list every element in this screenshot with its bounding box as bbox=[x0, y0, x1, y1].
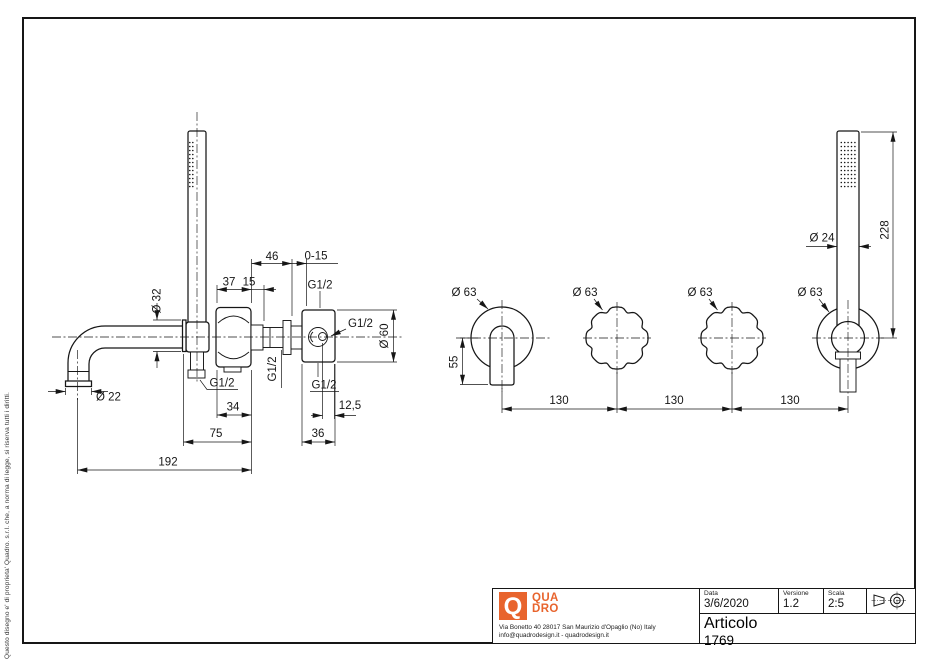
company-address: Via Bonetto 40 28017 San Maurizio d'Opag… bbox=[499, 624, 656, 640]
dim-130-3: 130 bbox=[780, 395, 799, 407]
spout-inner bbox=[88, 347, 183, 381]
field-versione: Versione 1.2 bbox=[779, 589, 824, 613]
field-scala: Scala 2:5 bbox=[824, 589, 867, 613]
dim-0-15: 0-15 bbox=[304, 251, 327, 263]
centerlines bbox=[52, 112, 402, 400]
body-bottom-port bbox=[223, 366, 242, 373]
handshower-spray-dots-front bbox=[840, 141, 856, 188]
plate-outlet-inner bbox=[318, 332, 327, 341]
dim-36: 36 bbox=[312, 428, 325, 440]
dim-dia63-knob1: Ø 63 bbox=[573, 287, 598, 299]
first-angle-projection-icon bbox=[871, 591, 906, 610]
address-line2: info@quadrodesign.it - quadrodesign.it bbox=[499, 632, 609, 639]
quadro-logo-text: QUA DRO bbox=[532, 592, 559, 615]
scala-label: Scala bbox=[828, 590, 845, 597]
label-g12-holder: G1/2 bbox=[210, 378, 235, 390]
label-g12-plate: G1/2 bbox=[312, 380, 337, 392]
articolo-value: 1769 bbox=[704, 633, 735, 648]
dim-dia63-knob2: Ø 63 bbox=[688, 287, 713, 299]
handshower-spray-dots-side bbox=[189, 141, 194, 188]
dim-dia60: Ø 60 bbox=[379, 324, 391, 349]
cartridge-2 bbox=[262, 327, 284, 348]
data-label: Data bbox=[704, 590, 718, 597]
dim-75: 75 bbox=[210, 428, 223, 440]
front-view-dimensions: Ø 63 Ø 63 Ø 63 Ø 63 55 130 130 130 Ø 24 … bbox=[449, 131, 897, 413]
spout-outer bbox=[67, 325, 183, 381]
logo-line1: QUA bbox=[532, 592, 559, 604]
dim-dia32: Ø 32 bbox=[152, 289, 164, 314]
dim-12-5: 12,5 bbox=[339, 400, 361, 412]
articolo-label: Articolo bbox=[704, 615, 758, 632]
title-block-company: Q QUA DRO Via Bonetto 40 28017 San Mauri… bbox=[493, 589, 700, 643]
wall-plate-32 bbox=[181, 319, 187, 353]
dim-55: 55 bbox=[449, 356, 461, 369]
spout-tip bbox=[64, 380, 93, 388]
address-line1: Via Bonetto 40 28017 San Maurizio d'Opag… bbox=[499, 624, 656, 631]
dim-34: 34 bbox=[227, 402, 240, 414]
cartridge-1 bbox=[250, 324, 264, 351]
data-value: 3/6/2020 bbox=[704, 598, 749, 610]
projection-symbol-cell bbox=[867, 589, 915, 613]
body-top-arc bbox=[217, 315, 250, 324]
scala-value: 2:5 bbox=[828, 598, 844, 610]
field-data: Data 3/6/2020 bbox=[700, 589, 779, 613]
side-view bbox=[64, 130, 336, 388]
cartridge-3 bbox=[290, 325, 303, 350]
drawing-frame bbox=[22, 17, 916, 644]
dim-dia24: Ø 24 bbox=[810, 233, 836, 245]
field-articolo: Articolo 1769 bbox=[700, 614, 915, 649]
front-view bbox=[470, 130, 880, 393]
side-view-dimensions: Ø 32 46 0-15 37 15 G1/2 G1/2 Ø 60 G1/2 bbox=[48, 251, 397, 474]
dim-192: 192 bbox=[158, 457, 177, 469]
dim-dia63-spout: Ø 63 bbox=[452, 287, 477, 299]
dim-46: 46 bbox=[266, 251, 279, 263]
cartridge-flange bbox=[282, 320, 292, 355]
dim-dia63-holder: Ø 63 bbox=[798, 287, 823, 299]
versione-value: 1.2 bbox=[783, 598, 799, 610]
label-g12-side: G1/2 bbox=[348, 318, 373, 330]
logo-line2: DRO bbox=[532, 603, 559, 615]
label-g12-cartridge: G1/2 bbox=[267, 357, 279, 382]
dim-dia22: Ø 22 bbox=[96, 392, 121, 404]
versione-label: Versione bbox=[783, 590, 809, 597]
front-centerlines bbox=[456, 300, 884, 396]
handshower-nut bbox=[187, 369, 206, 379]
dim-130-2: 130 bbox=[664, 395, 683, 407]
dim-228: 228 bbox=[880, 220, 892, 239]
title-block: Q QUA DRO Via Bonetto 40 28017 San Mauri… bbox=[492, 588, 916, 648]
body-bottom-arc bbox=[217, 351, 250, 360]
dim-130-1: 130 bbox=[549, 395, 568, 407]
label-g12-top: G1/2 bbox=[308, 280, 333, 292]
dim-37: 37 bbox=[223, 277, 236, 289]
quadro-logo-icon: Q bbox=[499, 592, 527, 620]
dim-15: 15 bbox=[243, 277, 256, 289]
